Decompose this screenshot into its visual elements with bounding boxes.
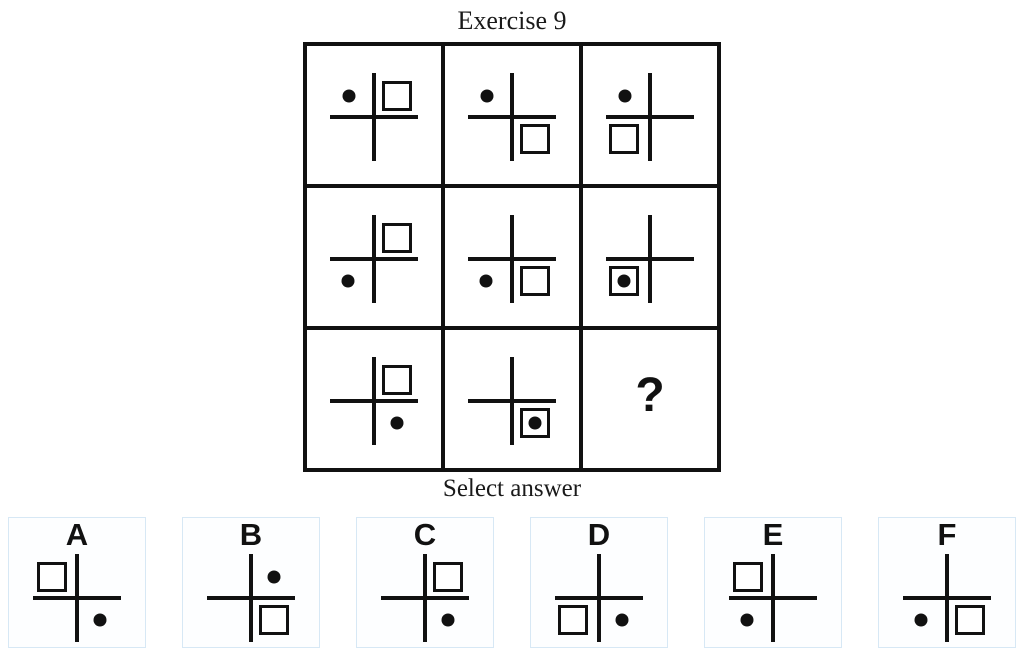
option-letter: C (413, 517, 437, 552)
dot-square-cross-figure (606, 215, 694, 303)
dot-square-cross-figure (381, 554, 469, 642)
option-letter: D (587, 517, 611, 552)
option-letter: E (762, 517, 784, 552)
dot-square-cross-figure (330, 73, 418, 161)
dot-square-cross-figure (468, 357, 556, 445)
dot-square-cross-figure (468, 73, 556, 161)
grid-cell (307, 188, 441, 326)
dot-square-cross-figure (729, 554, 817, 642)
dot-square-cross-figure (330, 215, 418, 303)
option-letter: F (937, 517, 957, 552)
option-letter: B (239, 517, 263, 552)
dot-square-cross-figure (330, 357, 418, 445)
option-letter: A (65, 517, 89, 552)
dot-square-cross-figure (903, 554, 991, 642)
dot-square-cross-figure (207, 554, 295, 642)
dot-square-cross-figure (555, 554, 643, 642)
grid-cell (307, 46, 441, 184)
answer-options-row: A B C D E F (8, 517, 1016, 648)
option-card-a[interactable]: A (8, 517, 146, 648)
question-cell: ? (583, 330, 717, 468)
option-card-f[interactable]: F (878, 517, 1016, 648)
grid-cell (583, 188, 717, 326)
option-card-e[interactable]: E (704, 517, 842, 648)
select-answer-label: Select answer (442, 475, 582, 502)
grid-cell (583, 46, 717, 184)
dot-square-cross-figure (468, 215, 556, 303)
option-card-c[interactable]: C (356, 517, 494, 648)
grid-cell (445, 330, 579, 468)
page-title: Exercise 9 (457, 6, 567, 35)
option-card-d[interactable]: D (530, 517, 668, 648)
dot-square-cross-figure (33, 554, 121, 642)
grid-cell (445, 46, 579, 184)
question-mark: ? (635, 368, 665, 422)
grid-cell (307, 330, 441, 468)
option-card-b[interactable]: B (182, 517, 320, 648)
puzzle-grid: ? (303, 42, 721, 472)
grid-cell (445, 188, 579, 326)
dot-square-cross-figure (606, 73, 694, 161)
